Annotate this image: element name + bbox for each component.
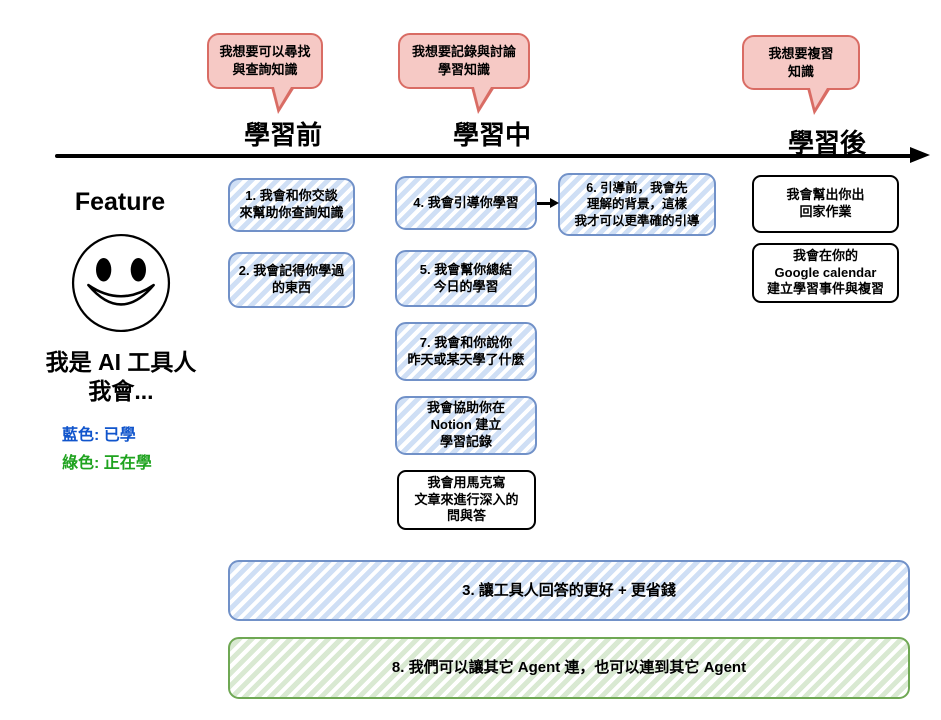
bubble-after-learning: 我想要複習 知識 [742, 35, 860, 90]
bubble-tail-inner [809, 88, 827, 108]
connector-arrow [537, 202, 552, 205]
notion-box: 我會協助你在 Notion 建立 學習記錄 [395, 396, 537, 455]
feature-box-6: 6. 引導前，我會先 理解的背景，這樣 我才可以更準確的引導 [558, 173, 716, 236]
timeline-arrowhead-icon [910, 147, 930, 163]
phase-label-before: 學習前 [243, 120, 322, 150]
feature-box-4: 4. 我會引導你學習 [395, 176, 537, 230]
phase-label-during: 學習中 [452, 120, 531, 150]
bubble-tail-inner [273, 87, 291, 107]
bubble-tail-3 [742, 35, 860, 115]
connector-arrowhead-icon [550, 198, 559, 208]
legend-green: 綠色: 正在學 [62, 455, 152, 472]
bubble-before-learning: 我想要可以尋找 與查詢知識 [207, 33, 323, 89]
feature-box-1: 1. 我會和你交談 來幫助你查詢知識 [228, 178, 355, 232]
smiley-face-icon [70, 232, 172, 334]
feature-box-2: 2. 我會記得你學過 的東西 [228, 252, 355, 308]
calendar-box: 我會在你的 Google calendar 建立學習事件與複習 [752, 243, 899, 303]
banner-agent-connect: 8. 我們可以讓其它 Agent 連，也可以連到其它 Agent [228, 637, 910, 699]
intro-text: 我是 AI 工具人 我會... [45, 349, 197, 404]
timeline-arrow [55, 154, 913, 158]
feature-box-5: 5. 我會幫你總結 今日的學習 [395, 250, 537, 307]
bubble-tail-2 [398, 33, 530, 114]
banner-better-answers: 3. 讓工具人回答的更好 + 更省錢 [228, 560, 910, 621]
markdown-box: 我會用馬克寫 文章來進行深入的 問與答 [397, 470, 536, 530]
phase-label-after: 學習後 [787, 128, 866, 158]
bubble-tail-inner [473, 87, 491, 107]
legend-blue: 藍色: 已學 [62, 427, 136, 444]
bubble-during-learning: 我想要記錄與討論 學習知識 [398, 33, 530, 89]
feature-box-7: 7. 我會和你說你 昨天或某天學了什麼 [395, 322, 537, 381]
bubble-tail-1 [207, 33, 323, 114]
homework-box: 我會幫出你出 回家作業 [752, 175, 899, 233]
feature-title: Feature [74, 188, 166, 216]
